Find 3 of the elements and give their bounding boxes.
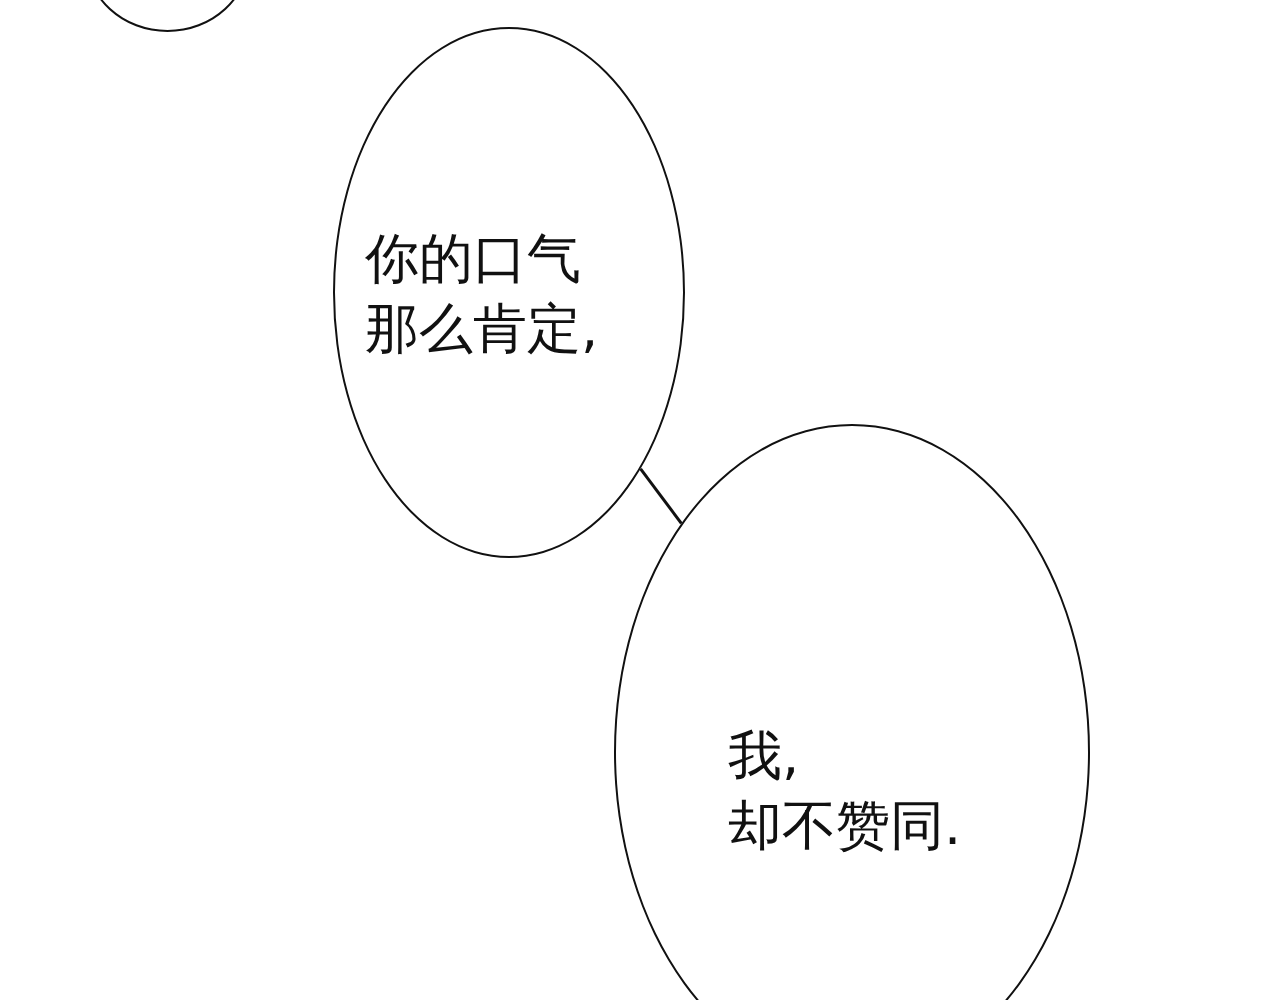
bubble-tail-line <box>639 467 683 525</box>
dialogue-text: 你的口气那么肯定, <box>365 226 600 362</box>
dialogue-text: 我,却不赞同. <box>728 723 963 859</box>
